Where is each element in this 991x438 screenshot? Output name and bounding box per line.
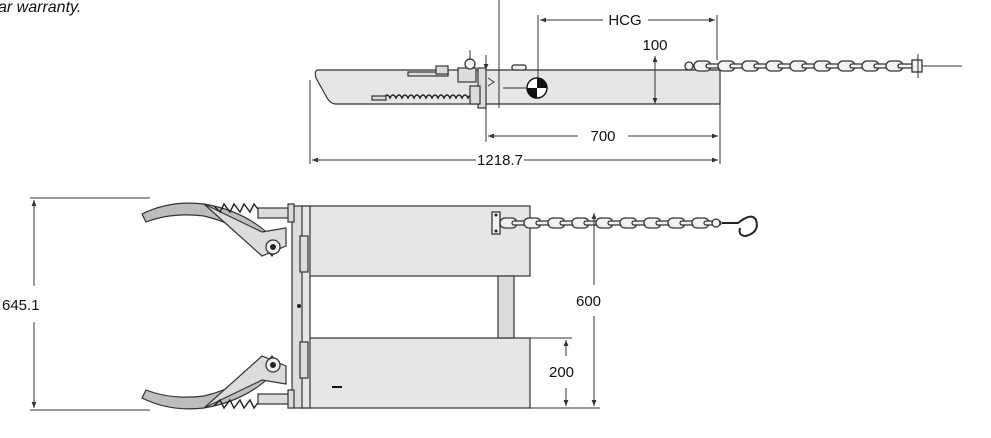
hook-icon [722, 215, 758, 238]
spring-lower [213, 398, 261, 410]
spring-side [383, 94, 475, 100]
top-lug [511, 64, 527, 71]
dim-length-rear-label: 700 [590, 128, 615, 145]
fork-lower [307, 337, 531, 409]
clamp-jaw-lower [141, 355, 295, 410]
dim-total-length-label: 1218.7 [477, 152, 523, 169]
dim-hcg-label: HCG [608, 12, 641, 29]
spring-upper [213, 202, 261, 214]
clamp-jaw-upper [141, 202, 295, 257]
clamp-mechanism-side [371, 50, 495, 105]
dim-fork-spacing-label: 600 [576, 293, 601, 310]
dim-height-label: 100 [642, 37, 667, 54]
cross-tube [497, 275, 515, 339]
header-partial-text: ar warranty. [0, 0, 81, 16]
dim-overall-width-label: 645.1 [2, 297, 40, 314]
chain-side [684, 54, 962, 78]
side-view: HCG 100 700 1218.7 [309, 0, 962, 169]
center-of-gravity-icon [503, 77, 548, 99]
dim-fork-width-label: 200 [549, 364, 574, 381]
plan-view: 645.1 600 200 [2, 197, 758, 411]
chain-plan [491, 211, 758, 238]
